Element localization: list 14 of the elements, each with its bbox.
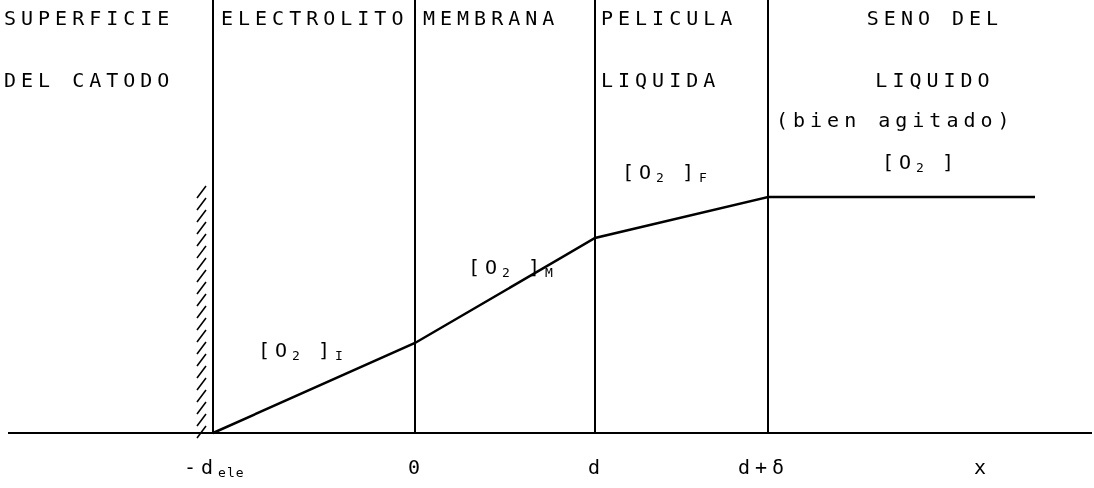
axis-tick-label: -d$_{ele}$ [184, 455, 245, 482]
axis-tick-label: d [588, 455, 606, 479]
axis-label: x [974, 455, 992, 479]
region-label: SUPERFICIE DEL CATODO [4, 5, 176, 94]
region-label: PELICULA LIQUIDA [601, 5, 739, 94]
region-label: SENO DEL LIQUIDO [865, 5, 1005, 94]
concentration-label: [O$_{2}$ ]$_{F}$ [622, 160, 708, 187]
axis-tick-label: d+δ [738, 455, 790, 479]
region-label: ELECTROLITO [221, 6, 409, 30]
region-label: MEMBRANA [423, 6, 560, 30]
axis-tick-label: 0 [408, 455, 426, 479]
concentration-label: [O$_{2}$ ]$_{I}$ [258, 338, 344, 365]
region-label: (bien agitado) [776, 108, 1015, 132]
concentration-label: [O$_{2}$ ] [882, 150, 959, 177]
